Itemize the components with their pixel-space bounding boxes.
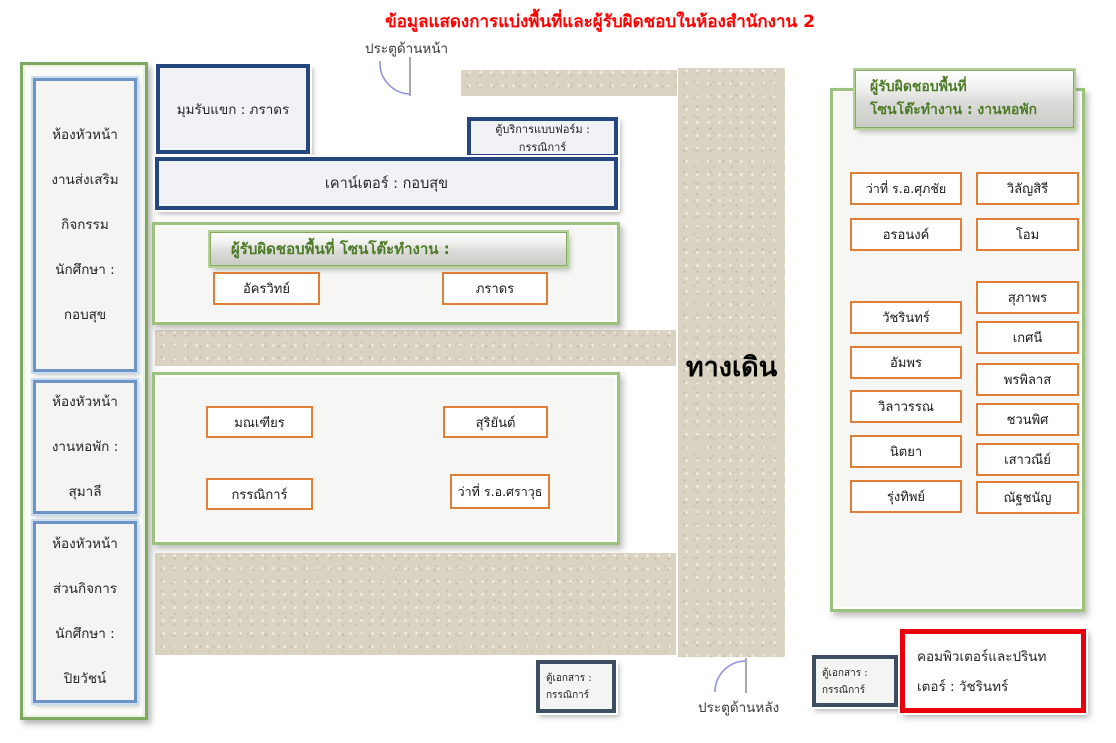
counter-box: เคาน์เตอร์ : กอบสุข [155, 157, 618, 210]
desk-name-label: มณเฑียร [234, 415, 285, 431]
room-label-line: กอบสุข [63, 306, 107, 323]
room-dormitory-head: ห้องหัวหน้า งานหอพัก : สุมาลี [33, 380, 137, 514]
room-label-line: งานส่งเสริม [51, 171, 119, 188]
dorm-zone-header-line1: ผู้รับผิดชอบพื้นที่ [870, 79, 967, 95]
room-activities-head: ห้องหัวหน้า งานส่งเสริม กิจกรรม นักศึกษา… [33, 78, 137, 372]
dorm-name-box: เกศนี [976, 321, 1079, 354]
floor-strip-bottom [155, 553, 676, 655]
desk-name-label: อัครวิทย์ [243, 282, 290, 297]
desk-zone-panel-2 [152, 372, 620, 545]
dorm-name-label: ว่าที่ ร.อ.ศุภชัย [865, 180, 947, 196]
desk-name-label: สุริยันต์ [475, 415, 516, 431]
dorm-name-box: นิตยา [850, 435, 962, 468]
dorm-name-box: พรพิลาส [976, 363, 1079, 396]
room-label-line: งานหอพัก : [51, 438, 119, 455]
room-label-line: ห้องหัวหน้า [52, 126, 118, 143]
dorm-name-box: เสาวณีย์ [976, 443, 1079, 476]
desk-name-box: ภราดร [442, 272, 548, 305]
counter-label: เคาน์เตอร์ : กอบสุข [324, 176, 449, 192]
dorm-zone-header-line2: โซนโต๊ะทำงาน : งานหอพัก [870, 102, 1038, 118]
room-label-line: นักศึกษา : [55, 626, 115, 642]
front-door-icon [379, 57, 411, 96]
room-label-line: ปิยวัชน์ [63, 671, 107, 687]
desk-name-box: ว่าที่ ร.อ.ศราวุธ [450, 474, 550, 509]
computer-printer-line2: เตอร์ : วัชรินทร์ [917, 679, 1009, 695]
dorm-name-label: อรอนงค์ [882, 228, 930, 243]
dorm-name-label: วิลัญสิรี [1006, 182, 1049, 197]
room-label-line: ส่วนกิจการ [52, 581, 118, 597]
form-cabinet-label: ตู้บริการแบบฟอร์ม : กรรณิการ์ [495, 122, 590, 154]
dorm-name-label: วิลาวรรณ [878, 400, 934, 415]
corridor: ทางเดิน [678, 68, 785, 657]
desk-name-label: ภราดร [475, 282, 515, 297]
reception-label: มุมรับแขก : ภราดร [176, 102, 290, 118]
dorm-name-box: อัมพร [850, 346, 962, 379]
desk-name-label: กรรณิการ์ [231, 487, 288, 503]
back-door-label: ประตูด้านหลัง [698, 700, 780, 716]
room-label-line: นักศึกษา : [55, 261, 115, 278]
doc-cabinet-line2: กรรณิการ์ [546, 690, 590, 701]
dorm-name-label: ณัฐชนัญ [1003, 491, 1052, 506]
desk-name-label: ว่าที่ ร.อ.ศราวุธ [457, 483, 543, 499]
doc-cabinet-line2: กรรณิการ์ [822, 685, 866, 696]
form-service-cabinet-box: ตู้บริการแบบฟอร์ม : กรรณิการ์ [467, 117, 618, 158]
dorm-name-label: วัชรินทร์ [882, 311, 930, 326]
reception-corner-box: มุมรับแขก : ภราดร [156, 64, 310, 154]
dorm-name-label: รุ่งทิพย์ [886, 490, 926, 505]
back-door-icon [714, 658, 747, 693]
desk-name-box: สุริยันต์ [443, 406, 548, 438]
dorm-name-label: นิตยา [889, 445, 923, 460]
dorm-name-label: พรพิลาส [1003, 373, 1052, 388]
room-label-line: ห้องหัวหน้า [52, 393, 118, 410]
dorm-name-box: วิลาวรรณ [850, 390, 962, 423]
dorm-name-box: วิลัญสิรี [976, 172, 1079, 205]
desk-name-box: มณเฑียร [206, 406, 313, 438]
room-student-affairs-head: ห้องหัวหน้า ส่วนกิจการ นักศึกษา : ปิยวัช… [33, 521, 137, 703]
front-door-label: ประตูด้านหน้า [365, 41, 449, 57]
dorm-name-label: ชวนพิศ [1006, 413, 1049, 428]
doc-cabinet-line1: ตู้เอกสาร : [822, 668, 868, 679]
dorm-name-box: วัชรินทร์ [850, 301, 962, 334]
dorm-name-box: โอม [976, 218, 1079, 251]
computer-printer-box: คอมพิวเตอร์และปรินท เตอร์ : วัชรินทร์ [900, 629, 1086, 713]
room-label-line: ห้องหัวหน้า [52, 536, 118, 552]
page-title: ข้อมูลแสดงการแบ่งพื้นที่และผู้รับผิดชอบใ… [385, 12, 815, 32]
desk-name-box: กรรณิการ์ [206, 478, 313, 510]
dorm-name-label: สุภาพร [1007, 291, 1048, 306]
desk-zone-header: ผู้รับผิดชอบพื้นที่ โซนโต๊ะทำงาน : [210, 232, 567, 266]
dorm-name-box: ชวนพิศ [976, 403, 1079, 436]
doc-cabinet-line1: ตู้เอกสาร : [546, 673, 592, 684]
desk-zone-header-label: ผู้รับผิดชอบพื้นที่ โซนโต๊ะทำงาน : [231, 240, 450, 258]
dorm-name-label: โอม [1015, 228, 1040, 243]
dorm-name-box: ณัฐชนัญ [976, 481, 1079, 514]
dorm-name-box: รุ่งทิพย์ [850, 480, 962, 513]
floor-strip-top [461, 70, 677, 96]
document-cabinet-middle: ตู้เอกสาร : กรรณิการ์ [536, 660, 616, 713]
dorm-name-label: เกศนี [1012, 331, 1043, 346]
corridor-label: ทางเดิน [685, 352, 778, 383]
document-cabinet-right: ตู้เอกสาร : กรรณิการ์ [812, 655, 898, 707]
room-label-line: กิจกรรม [61, 216, 109, 233]
room-label-line: สุมาลี [68, 483, 102, 500]
dorm-name-box: สุภาพร [976, 281, 1079, 314]
computer-printer-line1: คอมพิวเตอร์และปรินท [917, 649, 1047, 665]
dorm-name-box: อรอนงค์ [850, 218, 962, 251]
floor-strip-middle [155, 330, 676, 366]
dorm-name-label: อัมพร [890, 356, 922, 371]
dorm-zone-header: ผู้รับผิดชอบพื้นที่ โซนโต๊ะทำงาน : งานหอ… [855, 70, 1074, 128]
desk-name-box: อัครวิทย์ [213, 272, 320, 305]
dorm-name-box: ว่าที่ ร.อ.ศุภชัย [850, 172, 962, 205]
dorm-name-label: เสาวณีย์ [1004, 453, 1051, 468]
